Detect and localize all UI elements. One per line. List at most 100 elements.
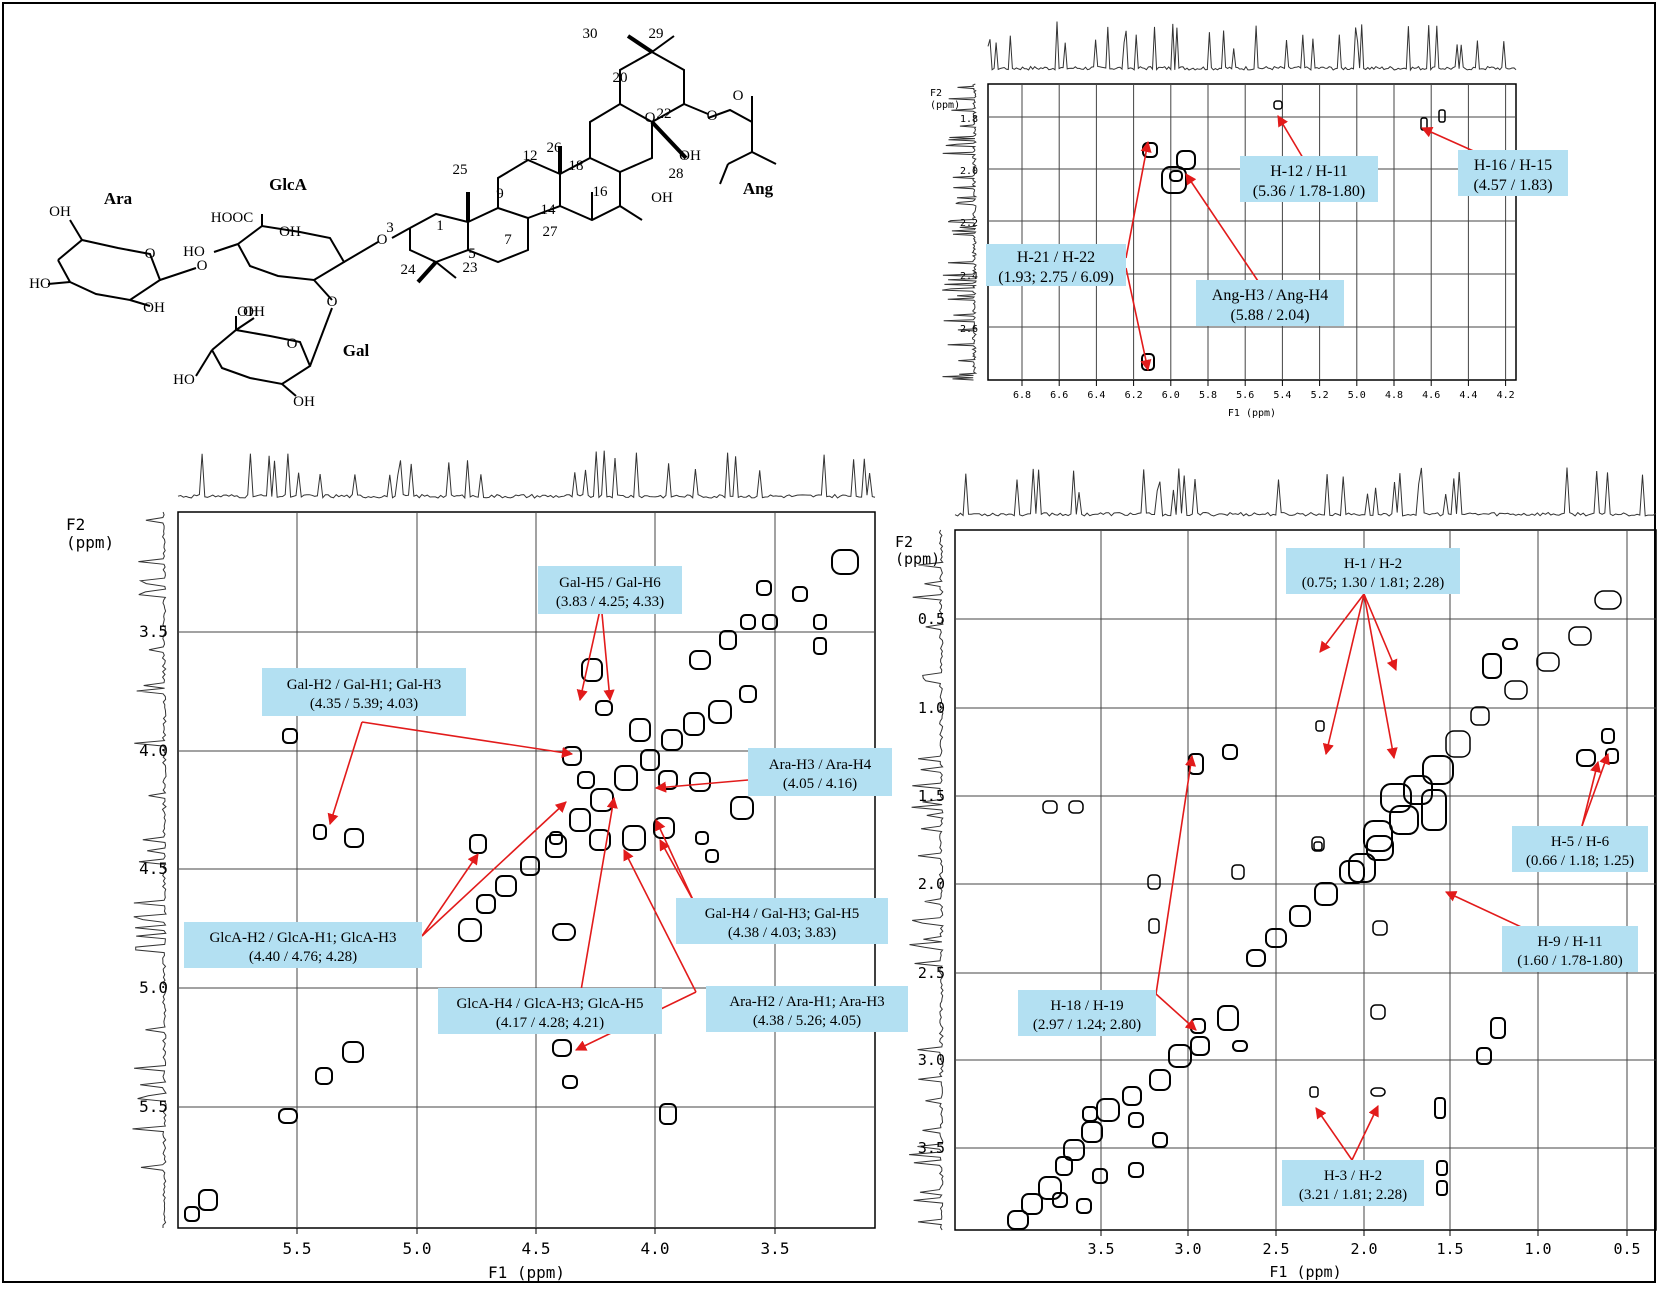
annotation-values: (4.38 / 4.03; 3.83) (728, 925, 836, 941)
cross-peak (1315, 720, 1325, 732)
y-tick-label: 2.6 (960, 324, 978, 335)
atom-label: O (645, 110, 656, 126)
cross-peak (740, 614, 756, 630)
x-tick-label: 3.0 (1174, 1240, 1201, 1258)
atom-label: O (707, 108, 718, 124)
atom-label: HO (183, 244, 205, 260)
carbon-number: 14 (541, 202, 557, 218)
x-tick-label: 4.2 (1497, 390, 1515, 401)
cross-peak (719, 630, 737, 650)
annotation-values: (3.21 / 1.81; 2.28) (1299, 1187, 1407, 1203)
cross-peak (1434, 1097, 1446, 1119)
atom-label: O (145, 246, 156, 262)
annotation-title: H-1 / H-2 (1344, 556, 1402, 572)
annotation-title: Gal-H2 / Gal-H1; Gal-H3 (287, 677, 442, 693)
annotation-box (538, 566, 682, 614)
cross-peak (278, 1108, 298, 1124)
annotation-box (184, 922, 422, 968)
y-tick-label: 4.0 (139, 741, 168, 760)
cross-peak (622, 825, 646, 851)
cross-peak (1313, 841, 1323, 851)
annotation-arrow (1444, 891, 1533, 933)
cross-peak (1363, 820, 1393, 852)
cross-peak (813, 614, 827, 630)
y-axis-unit: (ppm) (930, 100, 960, 111)
annotation-box (262, 668, 466, 716)
cross-peak (1490, 1017, 1506, 1039)
annotation-values: (4.57 / 1.83) (1473, 177, 1552, 194)
cross-peak (569, 808, 591, 832)
x-tick-label: 4.0 (641, 1239, 670, 1258)
cross-peak (1190, 1036, 1210, 1056)
cross-peak (1231, 864, 1245, 880)
cross-peak (1273, 100, 1283, 110)
cross-peak (313, 824, 327, 840)
x-tick-label: 4.5 (522, 1239, 551, 1258)
cross-peak (1438, 109, 1446, 123)
carbon-number: 27 (543, 224, 559, 240)
atom-label: HOOC (211, 210, 254, 226)
atom-label: O (197, 258, 208, 274)
cross-peak (282, 728, 298, 744)
annotation-arrow (1322, 593, 1365, 756)
annotation-arrow (577, 796, 618, 1009)
annotation-box (986, 244, 1126, 286)
cross-peak (831, 549, 859, 575)
annotation-box (1458, 150, 1568, 196)
y-tick-label: 1.8 (960, 114, 978, 125)
cross-peak (344, 828, 364, 848)
atom-label: OH (243, 304, 265, 320)
cross-peak (1601, 728, 1615, 744)
cross-peak (1149, 1069, 1171, 1091)
cross-peak (1436, 1160, 1448, 1176)
cross-peak (1504, 680, 1528, 700)
cross-peak (562, 1075, 578, 1089)
x-tick-label: 5.5 (283, 1239, 312, 1258)
atom-label: OH (293, 394, 315, 410)
annotation-arrow (1351, 1104, 1379, 1161)
cross-peak (545, 834, 567, 858)
x-tick-label: 3.5 (1087, 1240, 1114, 1258)
carbon-number: 3 (386, 220, 394, 236)
cross-peak (1217, 1005, 1239, 1031)
x-tick-label: 6.4 (1087, 390, 1105, 401)
annotation-box (1512, 826, 1648, 872)
cross-peak (614, 765, 638, 791)
annotation-values: (2.97 / 1.24; 2.80) (1033, 1017, 1141, 1033)
y-tick-label: 2.2 (960, 218, 978, 229)
cross-peak (1147, 874, 1161, 890)
plot-frame (987, 83, 1517, 381)
cross-peak (476, 894, 496, 914)
cross-peak (1339, 860, 1365, 884)
cross-peak (1128, 1162, 1144, 1178)
y-axis-title: F2 (895, 533, 913, 551)
annotation-title: GlcA-H4 / GlcA-H3; GlcA-H5 (456, 996, 643, 1012)
annotation-arrow (1185, 173, 1261, 285)
carbon-number: 25 (453, 162, 468, 178)
cross-peak (1370, 1004, 1386, 1020)
annotation-arrow (1581, 760, 1601, 827)
y-tick-label: 4.5 (139, 859, 168, 878)
atom-label: HO (173, 372, 195, 388)
annotation-box (1282, 1160, 1424, 1206)
cross-peak (695, 831, 709, 845)
cross-peak (1536, 652, 1560, 672)
cross-peak (1148, 918, 1160, 934)
x-tick-label: 5.6 (1236, 390, 1254, 401)
cross-peak (762, 614, 778, 630)
annotation-arrow (654, 779, 749, 793)
sugar-label: Ang (743, 179, 774, 198)
atom-label: OH (279, 224, 301, 240)
atom-label: HO (29, 276, 51, 292)
cross-peak (552, 1039, 572, 1057)
annotation-values: (0.75; 1.30 / 1.81; 2.28) (1302, 575, 1445, 591)
cross-peak (1289, 905, 1311, 927)
x-tick-label: 6.0 (1162, 390, 1180, 401)
cross-peak (1445, 730, 1471, 758)
plot-frame (177, 511, 876, 1229)
cross-peak (577, 771, 595, 789)
y-tick-label: 3.0 (918, 1051, 945, 1069)
